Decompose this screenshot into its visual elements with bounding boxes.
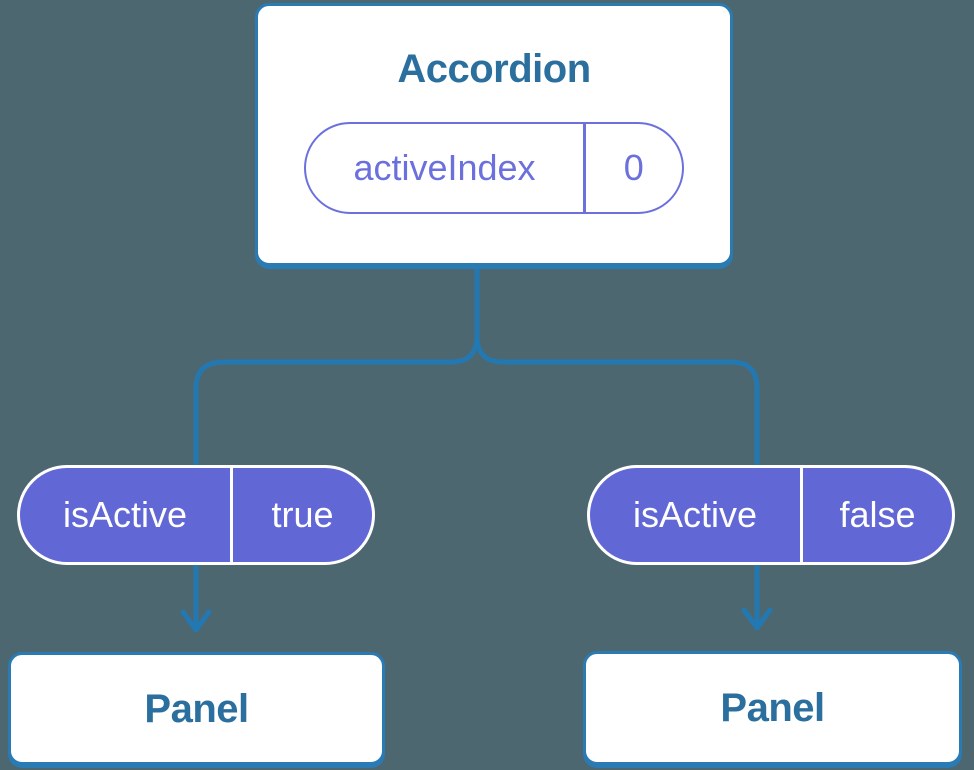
- accordion-component-card: Accordion activeIndex 0: [255, 3, 733, 266]
- prop-value: false: [839, 494, 916, 535]
- state-pill-divider: [583, 124, 586, 212]
- prop-name: isActive: [632, 494, 758, 535]
- prop-pill-right: isActive false: [587, 465, 955, 565]
- panel-label: Panel: [144, 686, 249, 731]
- left-connector-line: [193, 259, 480, 627]
- state-name: activeIndex: [353, 147, 536, 188]
- panel-card-left: Panel: [8, 652, 385, 765]
- panel-label: Panel: [720, 686, 825, 730]
- prop-pill-divider: [800, 468, 803, 562]
- arrow-down-icon: [180, 609, 212, 633]
- prop-pill-left: isActive true: [17, 465, 375, 565]
- panel-card-right: Panel: [583, 651, 962, 765]
- prop-name: isActive: [62, 494, 188, 535]
- right-connector-line: [474, 259, 760, 625]
- prop-pill-divider: [230, 468, 233, 562]
- state-value: 0: [623, 147, 644, 188]
- arrow-down-icon: [741, 607, 773, 631]
- prop-value: true: [271, 494, 334, 535]
- component-title: Accordion: [397, 47, 591, 91]
- state-pill: activeIndex 0: [304, 122, 684, 214]
